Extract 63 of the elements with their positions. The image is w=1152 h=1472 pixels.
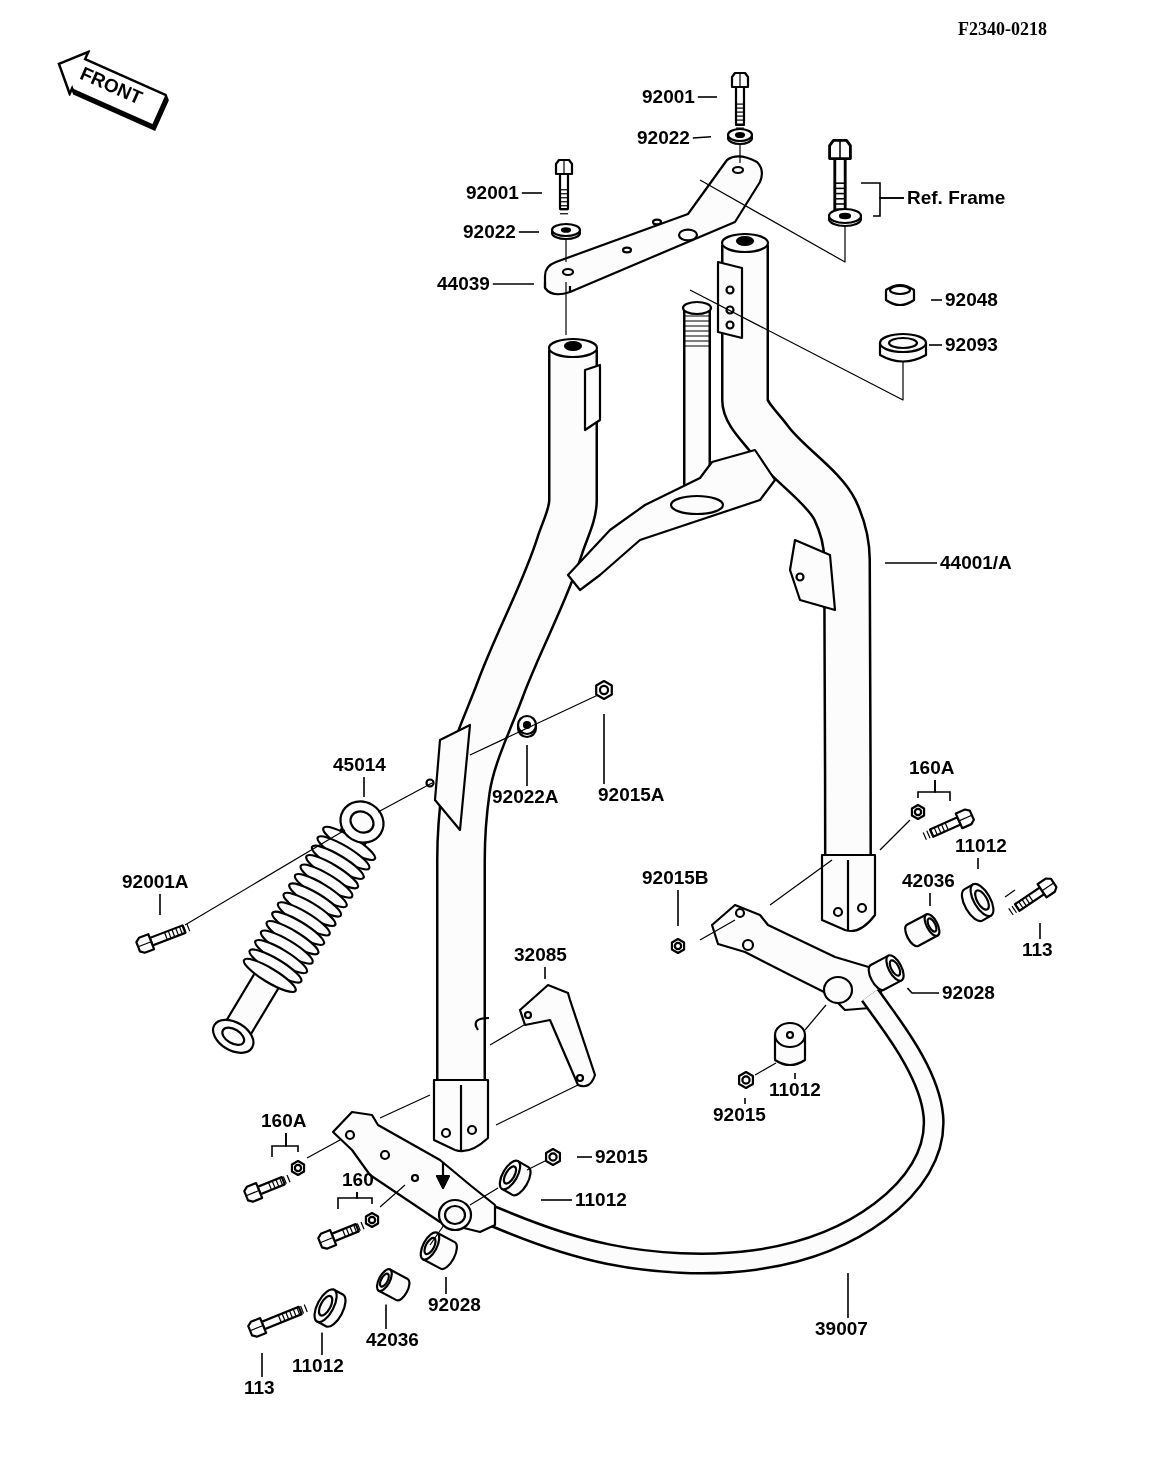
part-number: 42036 — [366, 1329, 419, 1351]
part-number: 160 — [342, 1169, 374, 1191]
leader-line — [321, 1331, 323, 1356]
leader-line — [356, 1191, 373, 1205]
leader-line — [518, 231, 540, 233]
part-number: 39007 — [815, 1318, 868, 1340]
leader-line — [544, 966, 546, 980]
part-number: 44001/A — [940, 552, 1012, 574]
part-number: 92028 — [942, 982, 995, 1004]
part-number: 11012 — [955, 835, 1007, 857]
part-number: 92022 — [463, 221, 516, 243]
leader-line — [521, 192, 543, 194]
leader-line — [977, 857, 979, 870]
leader-line — [385, 1303, 387, 1330]
part-number: 92093 — [945, 334, 998, 356]
part-number: 92001A — [122, 871, 189, 893]
leader-line — [526, 744, 528, 787]
leader-line — [794, 1072, 796, 1080]
leader-line — [744, 1097, 746, 1105]
part-number: 92028 — [428, 1294, 481, 1316]
part-number: 92022 — [637, 127, 690, 149]
leader-line — [692, 135, 712, 139]
leader-line — [928, 344, 943, 346]
leader-line — [492, 283, 535, 285]
leader-line — [847, 1272, 849, 1319]
part-number: 92001 — [466, 182, 519, 204]
part-number: 92015B — [642, 867, 709, 889]
leader-line — [1039, 922, 1041, 940]
part-number: 92048 — [945, 289, 998, 311]
part-number: 42036 — [902, 870, 955, 892]
part-number: 92001 — [642, 86, 695, 108]
leader-line — [934, 779, 951, 802]
part-number: 92015A — [598, 784, 665, 806]
part-number: 160A — [261, 1110, 307, 1132]
leader-line — [363, 776, 365, 798]
leader-line — [929, 892, 931, 907]
part-number: 11012 — [292, 1355, 344, 1377]
reference-note: Ref. Frame — [907, 187, 1006, 209]
part-number: 44039 — [437, 273, 490, 295]
part-number: 160A — [909, 757, 955, 779]
part-number: 45014 — [333, 754, 386, 776]
part-number: 113 — [244, 1377, 275, 1399]
part-number: 32085 — [514, 944, 567, 966]
leader-line — [884, 562, 938, 564]
leader-line — [603, 713, 605, 785]
part-number: 92015 — [713, 1104, 766, 1126]
part-number: 92022A — [492, 786, 559, 808]
part-number: 113 — [1022, 939, 1053, 961]
leader-line — [261, 1352, 263, 1378]
part-number: 11012 — [769, 1079, 821, 1101]
part-number: 11012 — [575, 1189, 627, 1211]
figure-code: F2340-0218 — [958, 18, 1047, 40]
leader-line — [285, 1132, 299, 1153]
leader-line — [930, 299, 943, 301]
leader-line — [677, 889, 679, 927]
leader-line — [697, 96, 718, 98]
part-number: 92015 — [595, 1146, 648, 1168]
leader-line — [906, 987, 940, 994]
leader-line — [159, 893, 161, 916]
leader-line — [540, 1199, 573, 1201]
leader-line — [872, 197, 905, 217]
leader-line — [576, 1156, 593, 1158]
leader-line — [445, 1276, 447, 1295]
